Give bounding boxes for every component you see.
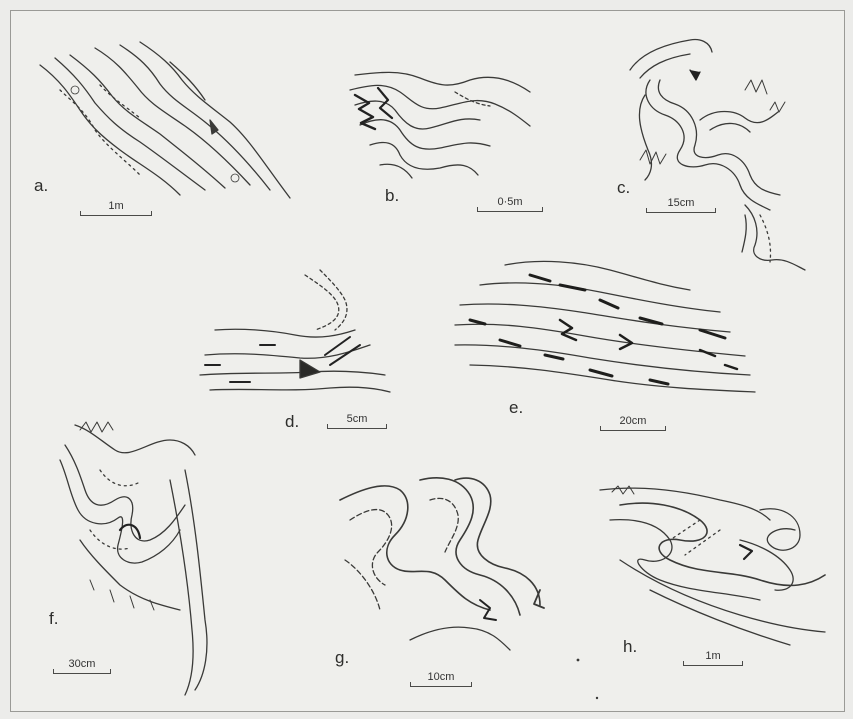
sketch-e [455, 261, 755, 392]
scale-label-a: 1m [80, 200, 152, 212]
speck-2 [596, 697, 598, 699]
scale-label-h: 1m [683, 650, 743, 662]
speck-1 [577, 659, 580, 662]
scale-bar-a: 1m [80, 196, 152, 216]
panel-letter-e: e. [509, 398, 523, 418]
scale-line-e [600, 430, 666, 431]
scale-label-b: 0·5m [477, 196, 543, 208]
scale-line-b [477, 211, 543, 212]
scale-label-c: 15cm [646, 197, 716, 209]
sketch-g [340, 478, 544, 650]
panel-letter-h: h. [623, 637, 637, 657]
scale-line-a [80, 215, 152, 216]
panel-letter-d: d. [285, 412, 299, 432]
sketch-h [600, 486, 825, 645]
scale-label-e: 20cm [600, 415, 666, 427]
scale-line-h [683, 665, 743, 666]
scale-bar-d: 5cm [327, 409, 387, 429]
sketch-a [40, 42, 290, 198]
panel-letter-c: c. [617, 178, 630, 198]
scale-label-g: 10cm [410, 671, 472, 683]
panel-letter-a: a. [34, 176, 48, 196]
panel-letter-g: g. [335, 648, 349, 668]
scale-line-g [410, 686, 472, 687]
scale-line-c [646, 212, 716, 213]
sketch-c [630, 40, 805, 271]
scale-line-d [327, 428, 387, 429]
panel-letter-f: f. [49, 609, 58, 629]
scale-bar-f: 30cm [53, 654, 111, 674]
scale-bar-h: 1m [683, 646, 743, 666]
scale-bar-b: 0·5m [477, 192, 543, 212]
sketch-d [200, 270, 390, 392]
scale-label-f: 30cm [53, 658, 111, 670]
scale-bar-g: 10cm [410, 667, 472, 687]
sketch-b [350, 72, 530, 178]
scale-bar-c: 15cm [646, 193, 716, 213]
scale-label-d: 5cm [327, 413, 387, 425]
scale-line-f [53, 673, 111, 674]
scale-bar-e: 20cm [600, 411, 666, 431]
panel-letter-b: b. [385, 186, 399, 206]
